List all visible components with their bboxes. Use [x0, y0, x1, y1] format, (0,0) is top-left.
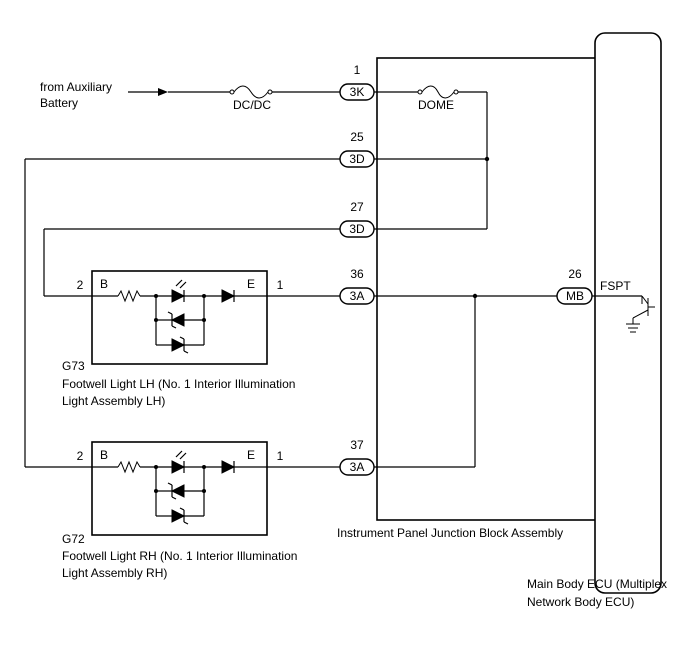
connector-3k-pin-1: 1 3K — [339, 63, 375, 101]
resistor-icon — [117, 460, 141, 474]
connector-code: 3A — [350, 289, 365, 303]
light-right-terminal: E — [247, 448, 255, 462]
ecu-label-line1: Main Body ECU (Multiplex — [527, 577, 667, 591]
connector-pin-number: 27 — [350, 200, 364, 214]
light-right-pin: 1 — [277, 278, 284, 292]
light-left-terminal: B — [100, 448, 108, 462]
transistor-icon — [632, 295, 655, 324]
light-left-terminal: B — [100, 277, 108, 291]
ground-icon — [626, 323, 640, 333]
connector-3d-pin-27: 27 3D — [339, 200, 375, 238]
light-right-pin: 1 — [277, 449, 284, 463]
connector-pin-number: 1 — [354, 63, 361, 77]
fuse-dcdc-label: DC/DC — [233, 98, 271, 112]
source-label-line2: Battery — [40, 96, 78, 110]
light-left-pin: 2 — [77, 449, 84, 463]
light-right-terminal: E — [247, 277, 255, 291]
connector-code: 3D — [349, 222, 365, 236]
source-label-line1: from Auxiliary — [40, 80, 112, 94]
connector-mb-pin-26: 26 MB — [556, 267, 593, 305]
ecu-box — [594, 32, 662, 594]
resistor-icon — [117, 289, 141, 303]
arrow-right-icon — [128, 88, 168, 96]
junction-block-label: Instrument Panel Junction Block Assembly — [337, 526, 563, 540]
connector-code: 3K — [350, 85, 365, 99]
fuse-icon — [229, 85, 273, 99]
connector-3d-pin-25: 25 3D — [339, 130, 375, 168]
ecu-label-line2: Network Body ECU) — [527, 595, 634, 609]
connector-3a-pin-37: 37 3A — [339, 438, 375, 476]
connector-pin-number: 26 — [568, 267, 582, 281]
footwell-light-lh: 2 B E 1 — [77, 270, 284, 365]
ecu-terminal-label: FSPT — [600, 279, 631, 293]
connector-code: 3D — [349, 152, 365, 166]
connector-3a-pin-36: 36 3A — [339, 267, 375, 305]
connector-code: 3A — [350, 460, 365, 474]
light-left-pin: 2 — [77, 278, 84, 292]
light-rh-name-line2: Light Assembly RH) — [62, 566, 167, 580]
zener-diode-icon — [167, 311, 185, 329]
connector-pin-number: 37 — [350, 438, 364, 452]
connector-pin-number: 25 — [350, 130, 364, 144]
light-lh-name-line2: Light Assembly LH) — [62, 394, 165, 408]
light-rh-code: G72 — [62, 532, 85, 546]
light-lh-code: G73 — [62, 359, 85, 373]
fuse-dome-label: DOME — [418, 98, 454, 112]
connector-code: MB — [566, 289, 584, 303]
footwell-light-rh: 2 B E 1 — [77, 441, 284, 536]
connector-pin-number: 36 — [350, 267, 364, 281]
light-lh-name-line1: Footwell Light LH (No. 1 Interior Illumi… — [62, 377, 295, 391]
light-rh-name-line1: Footwell Light RH (No. 1 Interior Illumi… — [62, 549, 297, 563]
